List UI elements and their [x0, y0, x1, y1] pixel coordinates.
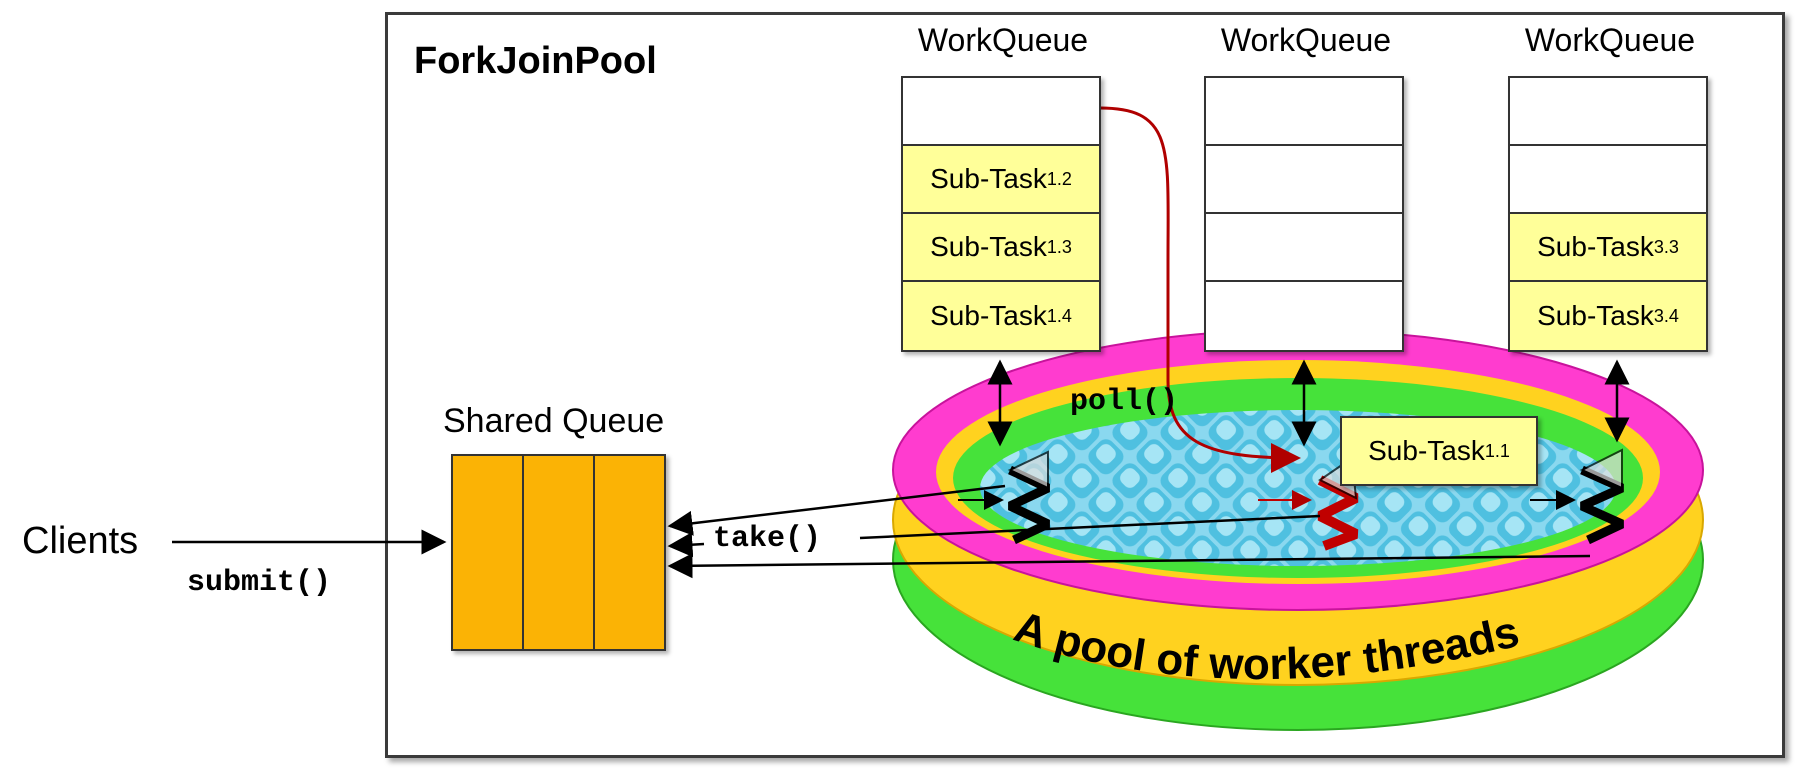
- work-queue-2-label: WorkQueue: [1220, 22, 1392, 58]
- poll-method-label: poll(): [1070, 385, 1179, 419]
- shared-queue-slot: [453, 456, 524, 649]
- submit-method-label: submit(): [187, 566, 332, 600]
- shared-queue-slot: [595, 456, 664, 649]
- work-stealing-arrow: [1099, 106, 1301, 473]
- work-queue-3-slot-2: [1510, 146, 1706, 214]
- work-queue-2-slot-2: [1206, 146, 1402, 214]
- take-arrow-thread-2: [859, 514, 1321, 540]
- work-queue-1-slot-1: [903, 78, 1099, 146]
- work-queue-3-slot-1: [1510, 78, 1706, 146]
- worker-thread-3-icon: [1579, 448, 1624, 545]
- shared-queue-label: Shared Queue: [443, 402, 665, 440]
- take-method-label: take(): [713, 522, 822, 556]
- take-arrow-thread-1: [667, 484, 1006, 536]
- work-queue-2-slot-3: [1206, 214, 1402, 282]
- work-queue-2-slot-1: [1206, 78, 1402, 146]
- clients-label: Clients: [22, 520, 139, 562]
- shared-queue: [451, 454, 666, 651]
- take-arrow-thread-3: [667, 553, 1591, 579]
- work-queue-2-slot-4: [1206, 282, 1402, 350]
- work-queue-2: [1204, 76, 1404, 352]
- fork-join-pool-title: ForkJoinPool: [414, 40, 657, 82]
- shared-queue-slot: [524, 456, 595, 649]
- take-arrow-head: [667, 532, 705, 558]
- work-queue-1-label: WorkQueue: [917, 22, 1089, 58]
- work-queue-3-label: WorkQueue: [1524, 22, 1696, 58]
